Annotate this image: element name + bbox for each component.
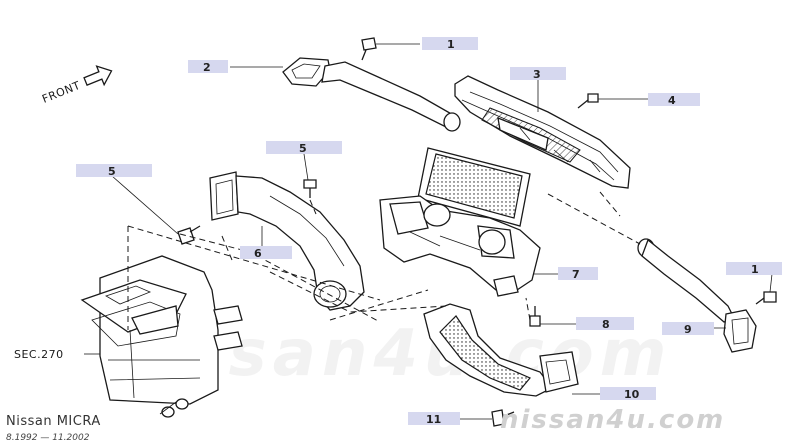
svg-text:11: 11 xyxy=(426,413,441,426)
svg-text:8: 8 xyxy=(602,318,610,331)
svg-text:2: 2 xyxy=(203,61,211,74)
screw-5-left-icon xyxy=(177,225,201,245)
screw-11-icon xyxy=(491,409,515,427)
model-name: Nissan MICRA xyxy=(6,414,101,429)
callout-10: 10 xyxy=(600,387,656,401)
svg-text:9: 9 xyxy=(684,323,692,336)
callout-4: 4 xyxy=(648,93,700,107)
callout-6: 6 xyxy=(240,246,292,260)
svg-text:7: 7 xyxy=(572,268,580,281)
svg-text:1: 1 xyxy=(751,263,759,276)
svg-text:6: 6 xyxy=(254,247,262,260)
section-ref-label: SEC.270 xyxy=(14,348,64,361)
screw-8-icon xyxy=(529,306,541,327)
part-2-side-duct xyxy=(282,57,461,132)
part-7-center-duct xyxy=(379,147,541,297)
callout-2: 2 xyxy=(188,60,228,74)
callout-7: 7 xyxy=(558,267,598,281)
front-arrow-icon xyxy=(83,65,113,87)
screw-1-top-icon xyxy=(361,37,377,61)
front-label: FRONT xyxy=(40,79,82,106)
screw-5-mid-icon xyxy=(303,179,317,198)
svg-text:3: 3 xyxy=(533,68,541,81)
watermark-bottom-right: nissan4u.com xyxy=(500,405,725,435)
part-9-right-duct xyxy=(637,238,757,353)
model-years: 8.1992 — 11.2002 xyxy=(6,433,90,443)
callout-9: 9 xyxy=(662,322,714,336)
callout-5-mid: 5 xyxy=(266,141,342,155)
callout-8: 8 xyxy=(576,317,634,331)
part-6-left-vent-duct xyxy=(209,171,365,311)
svg-text:5: 5 xyxy=(299,142,307,155)
heater-unit xyxy=(80,255,243,418)
screw-4-icon xyxy=(577,93,599,109)
callout-1-top: 1 xyxy=(422,37,478,51)
part-10-lower-duct xyxy=(423,303,579,397)
svg-text:4: 4 xyxy=(668,94,676,107)
svg-text:5: 5 xyxy=(108,165,116,178)
part-3-center-vent xyxy=(454,75,631,189)
callout-3: 3 xyxy=(510,67,566,81)
callout-11: 11 xyxy=(408,412,460,426)
callout-1-right: 1 xyxy=(726,262,782,276)
callout-5-left: 5 xyxy=(76,164,152,178)
screw-1-right-icon xyxy=(755,291,777,305)
svg-text:1: 1 xyxy=(447,38,455,51)
svg-text:10: 10 xyxy=(624,388,640,401)
